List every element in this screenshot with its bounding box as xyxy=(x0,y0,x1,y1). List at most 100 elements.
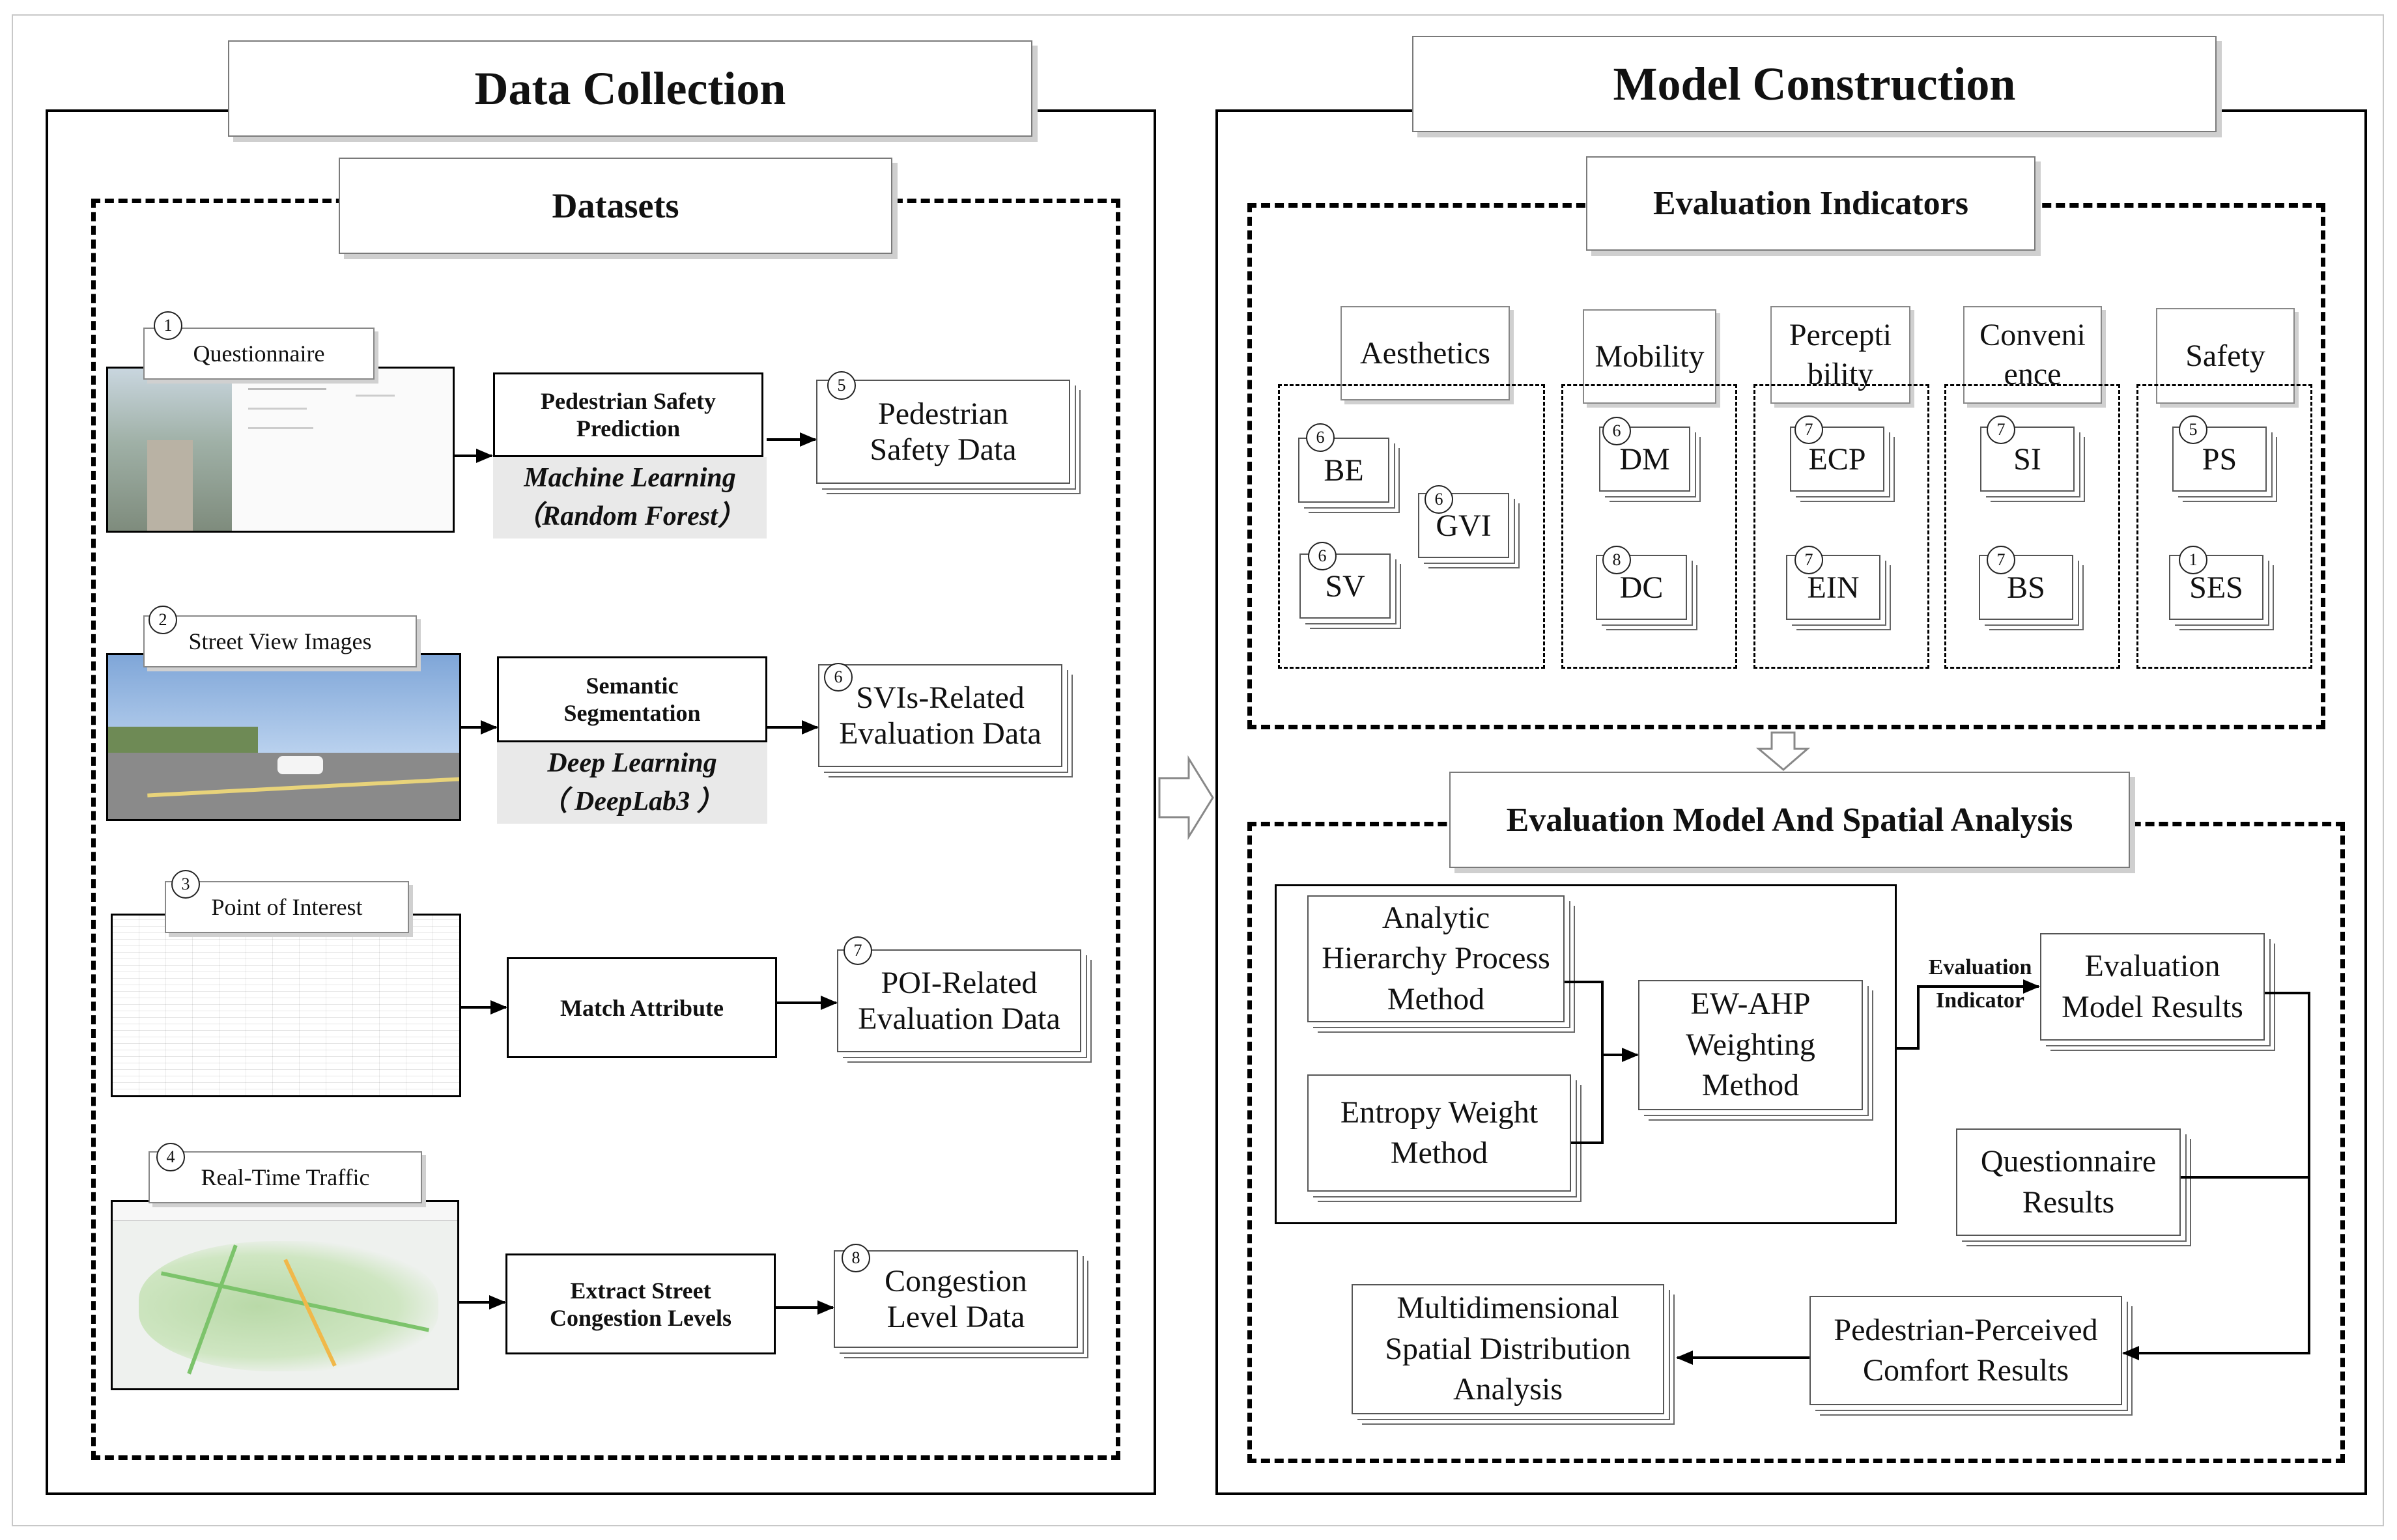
model-construction-title-text: Model Construction xyxy=(1613,57,2016,110)
safety-group xyxy=(2136,384,2312,669)
evaluation-model-results-box: Evaluation Model Results xyxy=(2040,933,2265,1041)
output5-badge: 5 xyxy=(827,371,856,400)
figure-frame xyxy=(12,14,2384,1526)
indicator-si-text: SI xyxy=(2013,441,2041,477)
output7-text: 7 xyxy=(853,941,862,960)
random-forest-method: Machine Learning （Random Forest） xyxy=(493,457,767,539)
indicator-dm-text: DM xyxy=(1619,441,1670,477)
indicator-dc: DC xyxy=(1596,555,1687,620)
poi-label: Point of Interest xyxy=(165,881,409,933)
indicator-ses-text: SES xyxy=(2189,570,2243,605)
data-collection-title: Data Collection xyxy=(228,40,1032,137)
mobility-header-text: Mobility xyxy=(1595,339,1705,374)
ewahp-method-text: EW-AHP Weighting Method xyxy=(1686,987,1815,1103)
svis-evaluation-data-text: SVIs-Related Evaluation Data xyxy=(839,680,1042,751)
output7-badge: 7 xyxy=(844,936,872,965)
indicator-ps-badge: 5 xyxy=(2179,415,2207,444)
pedestrian-safety-prediction-box: Pedestrian Safety Prediction xyxy=(493,372,763,457)
safety-header-text: Safety xyxy=(2185,339,2265,373)
datasets-title: Datasets xyxy=(339,158,892,254)
row2-number-text: 2 xyxy=(158,610,167,629)
row2-number-badge: 2 xyxy=(149,606,177,634)
indicator-sv-text: SV xyxy=(1325,568,1365,604)
deeplab-method: Deep Learning （ DeepLab3 ） xyxy=(497,742,767,824)
output6-badge: 6 xyxy=(824,663,853,692)
evaluation-indicator-line2: Indicator xyxy=(1936,988,2024,1013)
mobility-header: Mobility xyxy=(1583,309,1716,404)
entropy-method-text: Entropy Weight Method xyxy=(1340,1095,1539,1170)
street-view-label-text: Street View Images xyxy=(188,628,372,654)
poi-evaluation-data-output: POI-Related Evaluation Data xyxy=(837,949,1081,1052)
indicator-ecp-num: 7 xyxy=(1804,420,1813,439)
convenience-header-line1: Conveni xyxy=(1979,318,2086,352)
datasets-title-text: Datasets xyxy=(552,186,679,225)
random-forest-method-line1: Machine Learning xyxy=(524,463,736,493)
indicator-ses-num: 1 xyxy=(2189,550,2198,569)
model-title: Evaluation Model And Spatial Analysis xyxy=(1449,772,2130,868)
poi-spreadsheet-image xyxy=(111,914,461,1097)
output8-text: 8 xyxy=(851,1248,860,1267)
indicator-ecp-text: ECP xyxy=(1808,441,1866,477)
questionnaire-image xyxy=(106,367,455,533)
match-attribute-text: Match Attribute xyxy=(560,994,724,1021)
indicator-dc-badge: 8 xyxy=(1602,546,1631,574)
ewahp-method-box: EW-AHP Weighting Method xyxy=(1638,980,1863,1110)
row3-number-text: 3 xyxy=(181,875,190,893)
questionnaire-results-text: Questionnaire Results xyxy=(1980,1144,2157,1220)
indicator-ein-text: EIN xyxy=(1807,570,1860,605)
indicator-si-badge: 7 xyxy=(1987,415,2015,444)
ahp-method-text: Analytic Hierarchy Process Method xyxy=(1322,900,1550,1016)
questionnaire-label: Questionnaire xyxy=(143,328,375,380)
data-collection-title-text: Data Collection xyxy=(474,62,786,115)
pedestrian-safety-data-text: Pedestrian Safety Data xyxy=(870,397,1017,467)
street-view-image xyxy=(106,653,461,821)
entropy-method-box: Entropy Weight Method xyxy=(1307,1074,1571,1192)
indicator-bs-num: 7 xyxy=(1996,550,2006,569)
indicator-dm-badge: 6 xyxy=(1602,417,1631,445)
evaluation-indicator-label: Evaluation Indicator xyxy=(1918,951,2042,1016)
indicator-gvi-badge: 6 xyxy=(1425,485,1453,514)
indicator-gvi-num: 6 xyxy=(1434,490,1443,509)
traffic-label: Real-Time Traffic xyxy=(149,1151,422,1203)
row1-number-badge: 1 xyxy=(154,311,182,340)
model-construction-title: Model Construction xyxy=(1412,36,2217,132)
mobility-group xyxy=(1561,384,1737,669)
indicator-sv-badge: 6 xyxy=(1308,542,1337,570)
spatial-analysis-text: Multidimensional Spatial Distribution An… xyxy=(1385,1291,1631,1407)
traffic-map-image xyxy=(111,1200,459,1390)
congestion-level-data-text: Congestion Level Data xyxy=(885,1264,1027,1334)
convenience-group xyxy=(1944,384,2120,669)
extract-congestion-text: Extract Street Congestion Levels xyxy=(550,1277,731,1331)
perceptibility-header-line1: Percepti xyxy=(1789,318,1892,352)
deeplab-method-line2: （ DeepLab3 ） xyxy=(540,787,724,817)
output6-text: 6 xyxy=(834,667,843,686)
questionnaire-label-text: Questionnaire xyxy=(193,341,325,367)
aesthetics-header-text: Aesthetics xyxy=(1360,336,1490,371)
indicator-ecp-badge: 7 xyxy=(1794,415,1823,444)
output5-text: 5 xyxy=(837,376,846,395)
extract-congestion-box: Extract Street Congestion Levels xyxy=(505,1253,776,1354)
poi-evaluation-data-text: POI-Related Evaluation Data xyxy=(858,966,1060,1036)
traffic-label-text: Real-Time Traffic xyxy=(201,1164,370,1190)
congestion-level-data-output: Congestion Level Data xyxy=(834,1250,1078,1348)
indicator-ps-num: 5 xyxy=(2189,420,2198,439)
match-attribute-box: Match Attribute xyxy=(507,957,777,1058)
semantic-segmentation-text: Semantic Segmentation xyxy=(563,673,701,726)
random-forest-method-line2: （Random Forest） xyxy=(515,501,745,531)
indicator-dm-num: 6 xyxy=(1612,421,1621,440)
row3-number-badge: 3 xyxy=(171,870,200,899)
indicator-ps-text: PS xyxy=(2202,441,2237,477)
indicator-ein-badge: 7 xyxy=(1794,546,1823,574)
indicator-dc-num: 8 xyxy=(1612,550,1621,569)
convenience-header: Conveni ence xyxy=(1963,306,2102,404)
ahp-method-box: Analytic Hierarchy Process Method xyxy=(1307,895,1565,1022)
indicator-si-num: 7 xyxy=(1996,420,2006,439)
safety-header: Safety xyxy=(2156,308,2295,404)
row4-number-text: 4 xyxy=(166,1147,175,1166)
indicator-be-num: 6 xyxy=(1316,428,1325,447)
output8-badge: 8 xyxy=(842,1244,870,1272)
indicators-title-text: Evaluation Indicators xyxy=(1653,185,1968,222)
questionnaire-results-box: Questionnaire Results xyxy=(1956,1128,2181,1236)
